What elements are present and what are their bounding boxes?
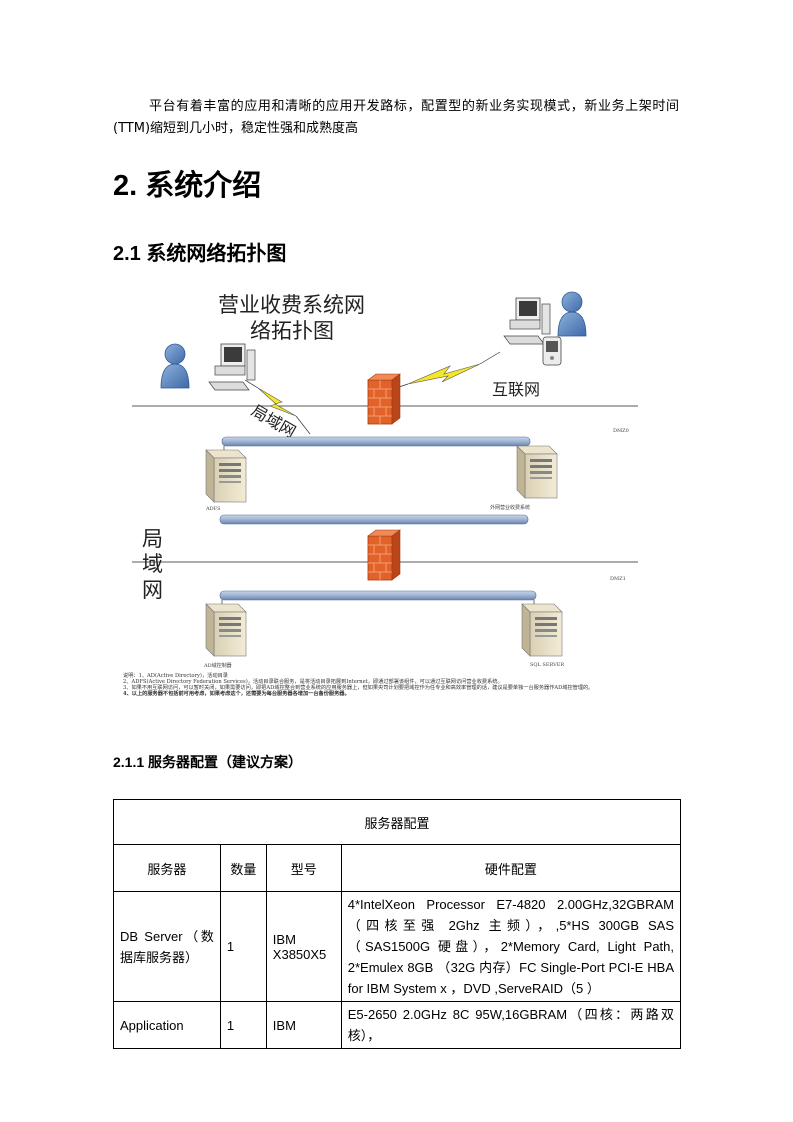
subsubsection-heading: 2.1.1 服务器配置（建议方案） — [113, 751, 302, 773]
server-config-table: 服务器配置 服务器 数量 型号 硬件配置 DB Server（数据库服务器） 1… — [113, 799, 682, 1049]
firewall-bottom-icon — [367, 529, 401, 581]
subsection-heading: 2.1 系统网络拓扑图 — [113, 239, 286, 269]
header-qty: 数量 — [219, 844, 267, 892]
user-person-icon — [160, 343, 190, 389]
svg-text:局: 局 — [142, 527, 163, 551]
table-header-row: 服务器 数量 型号 硬件配置 — [113, 844, 682, 892]
section-title: 系统介绍 — [145, 170, 262, 202]
table-row: DB Server（数据库服务器） 1 IBM X3850X5 4*IntelX… — [113, 891, 682, 1002]
dmz1-label: DMZ1 — [610, 576, 626, 582]
dmz0-label: DMZ0 — [613, 428, 629, 434]
lan-bus — [219, 590, 537, 601]
svg-text:4、以上的服务器不包括前可用考虑，如果考虑这个，还需要为每台: 4、以上的服务器不包括前可用考虑，如果考虑这个，还需要为每台服务器各增加一台备份… — [123, 689, 350, 697]
cell-hardware: E5-2650 2.0GHz 8C 95W,16GBRAM（四核：两路双核）， — [340, 1001, 682, 1049]
section-number: 2. — [113, 170, 138, 202]
ad-controller-server-icon — [205, 603, 247, 657]
adfs-server-label: ADFS — [205, 506, 221, 512]
cell-server: Application — [113, 1001, 221, 1049]
svg-text:2、ADFS(Active Directory Federa: 2、ADFS(Active Directory Federation Servi… — [123, 677, 503, 685]
svg-text:说明：1、AD(Active Directory)，活动目录: 说明：1、AD(Active Directory)，活动目录 — [123, 671, 228, 679]
svg-text:域: 域 — [142, 552, 163, 576]
desktop-computer-icon — [208, 343, 256, 391]
header-server: 服务器 — [113, 844, 221, 892]
svg-text:3、如果不用互联网访问，可以暂时关闭，如果需要访问，即把AD: 3、如果不用互联网访问，可以暂时关闭，如果需要访问，即把AD域控整合到营业系统的… — [123, 683, 593, 691]
dmz0-bus — [221, 436, 531, 447]
header-hardware: 硬件配置 — [340, 844, 682, 892]
diagram-title-line2: 络拓扑图 — [250, 319, 334, 343]
adfs-server-icon — [205, 449, 247, 503]
diagram-notes: 说明：1、AD(Active Directory)，活动目录 2、ADFS(Ac… — [123, 671, 593, 697]
table-row: Application 1 IBM E5-2650 2.0GHz 8C 95W,… — [113, 1001, 682, 1049]
cell-qty: 1 — [219, 891, 267, 1002]
web-server-label: 外网营业收费系统 — [490, 504, 530, 511]
sql-server-icon — [521, 603, 563, 657]
internet-link-bolt-icon — [407, 363, 481, 385]
subsubsection-number: 2.1.1 — [113, 754, 145, 770]
diagram-title-line1: 营业收费系统网 — [218, 293, 365, 317]
subsubsection-title: 服务器配置（建议方案） — [148, 754, 303, 770]
mobile-phone-icon — [542, 336, 562, 366]
cell-server: DB Server（数据库服务器） — [113, 891, 221, 1002]
table-title: 服务器配置 — [113, 799, 681, 845]
subsection-number: 2.1 — [113, 243, 141, 265]
sql-server-label: SQL SERVER — [530, 662, 564, 668]
internal-bus — [219, 514, 529, 525]
remote-user-icon — [557, 291, 587, 337]
cell-qty: 1 — [219, 1001, 267, 1049]
intro-paragraph: 平台有着丰富的应用和清晰的应用开发路标，配置型的新业务实现模式，新业务上架时间(… — [113, 99, 679, 136]
lan-vertical-label: 局 域 网 — [142, 527, 163, 602]
remote-computer-icon — [503, 297, 551, 345]
cell-hardware: 4*IntelXeon Processor E7-4820 2.00GHz,32… — [340, 891, 682, 1002]
section-heading: 2. 系统介绍 — [113, 166, 261, 206]
cell-model: IBM — [265, 1001, 342, 1049]
svg-text:网: 网 — [142, 578, 163, 602]
cell-model: IBM X3850X5 — [265, 891, 342, 1002]
subsection-title: 系统网络拓扑图 — [146, 243, 287, 265]
web-server-icon — [516, 445, 558, 499]
firewall-top-icon — [367, 373, 401, 425]
network-topology-diagram: 营业收费系统网 络拓扑图 局域网 互联网 DMZ0 ADFS 外网营业收费系统 … — [123, 291, 638, 697]
ad-controller-label: AD域控制器 — [203, 662, 232, 669]
internet-label: 互联网 — [492, 380, 540, 399]
header-model: 型号 — [265, 844, 342, 892]
